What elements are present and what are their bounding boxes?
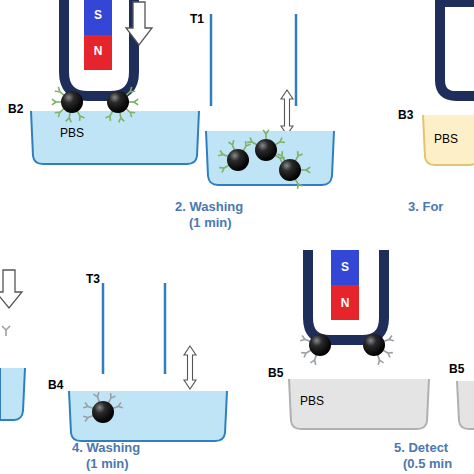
- pole-letter: S: [84, 8, 112, 22]
- pole-letter: N: [84, 44, 112, 58]
- tray-outline: [456, 380, 474, 430]
- tip-label: T3: [86, 272, 100, 286]
- buffer-tray: [206, 131, 334, 185]
- tip-wall: [164, 283, 167, 374]
- pipette-arrow: [184, 346, 196, 389]
- buffer-tray: B5PBS: [288, 378, 430, 430]
- tip-label: T1: [190, 12, 204, 26]
- buffer-tray: [0, 368, 25, 420]
- step-caption: 4. Washing: [72, 440, 140, 455]
- step-caption: 2. Washing: [175, 199, 243, 214]
- tray-outline: [30, 110, 200, 165]
- pipette-arrow: [281, 90, 293, 135]
- step-caption: (1 min): [189, 215, 232, 230]
- step-caption: 5. Detect: [394, 440, 448, 455]
- buffer-tray: B2PBS: [30, 110, 200, 165]
- magnetic-bead: [277, 151, 310, 189]
- magnet-sheath: [64, 0, 134, 96]
- tip-wall: [102, 283, 105, 374]
- magnet: SN: [331, 250, 359, 320]
- bath-label: B3: [398, 108, 413, 122]
- magnet-sheath: [308, 250, 384, 340]
- step-caption: 3. For: [408, 199, 443, 214]
- magnetic-bead: [105, 87, 138, 122]
- buffer-name: PBS: [434, 132, 458, 146]
- magnetic-bead: [52, 87, 85, 122]
- magnet-sheath: [440, 2, 474, 96]
- pole-letter: N: [331, 296, 359, 310]
- bath-label: B4: [48, 378, 63, 392]
- antibody: [2, 326, 10, 336]
- buffer-name: PBS: [60, 126, 84, 140]
- bath-label: B2: [8, 102, 23, 116]
- magnetic-bead: [247, 130, 285, 163]
- bath-label: B5: [449, 362, 464, 376]
- buffer-name: PBS: [300, 394, 324, 408]
- magnetic-bead: [363, 334, 394, 365]
- pole-letter: S: [331, 260, 359, 274]
- magnet: SN: [84, 0, 112, 70]
- tip-wall: [210, 14, 213, 106]
- move-arrow: [0, 270, 22, 308]
- magnetic-bead: [83, 392, 123, 423]
- move-arrow: [126, 2, 152, 45]
- buffer-tray: B5: [456, 380, 474, 430]
- step-caption: (0.5 min: [403, 456, 452, 471]
- step-caption: (1 min): [86, 456, 129, 471]
- magnetic-bead: [218, 140, 250, 172]
- bath-label: B5: [268, 366, 283, 380]
- magnetic-bead: [300, 334, 331, 365]
- buffer-tray: B3PBS: [422, 114, 474, 166]
- tip-wall: [295, 14, 298, 106]
